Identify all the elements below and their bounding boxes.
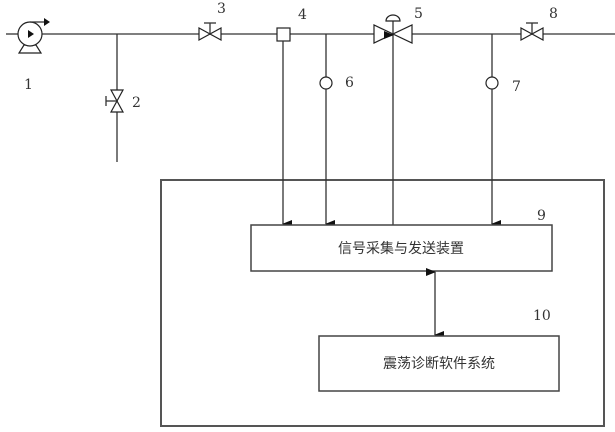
sensor-square-icon	[276, 27, 291, 42]
block-10-text: 震荡诊断软件系统	[383, 356, 495, 372]
label-3: 3	[217, 1, 226, 17]
label-5: 5	[414, 6, 423, 22]
label-9: 9	[537, 208, 546, 224]
label-1: 1	[24, 77, 33, 93]
label-7: 7	[512, 79, 521, 95]
label-6: 6	[345, 75, 354, 91]
sensor-6-branch	[319, 34, 333, 90]
label-2: 2	[132, 95, 141, 111]
control-valve-icon	[373, 14, 413, 44]
drain-branch	[105, 34, 125, 162]
system-enclosure	[160, 179, 605, 427]
pump-icon	[17, 18, 50, 54]
manual-valve-icon	[198, 22, 222, 42]
label-8: 8	[549, 6, 558, 22]
manual-valve-icon	[520, 22, 544, 42]
label-10: 10	[533, 308, 551, 324]
sensor-7-branch	[485, 34, 499, 90]
label-4: 4	[298, 7, 307, 23]
block-9-text: 信号采集与发送装置	[338, 240, 464, 257]
oscillation-diagnosis-block	[318, 335, 560, 392]
signal-acquisition-block	[250, 224, 553, 272]
